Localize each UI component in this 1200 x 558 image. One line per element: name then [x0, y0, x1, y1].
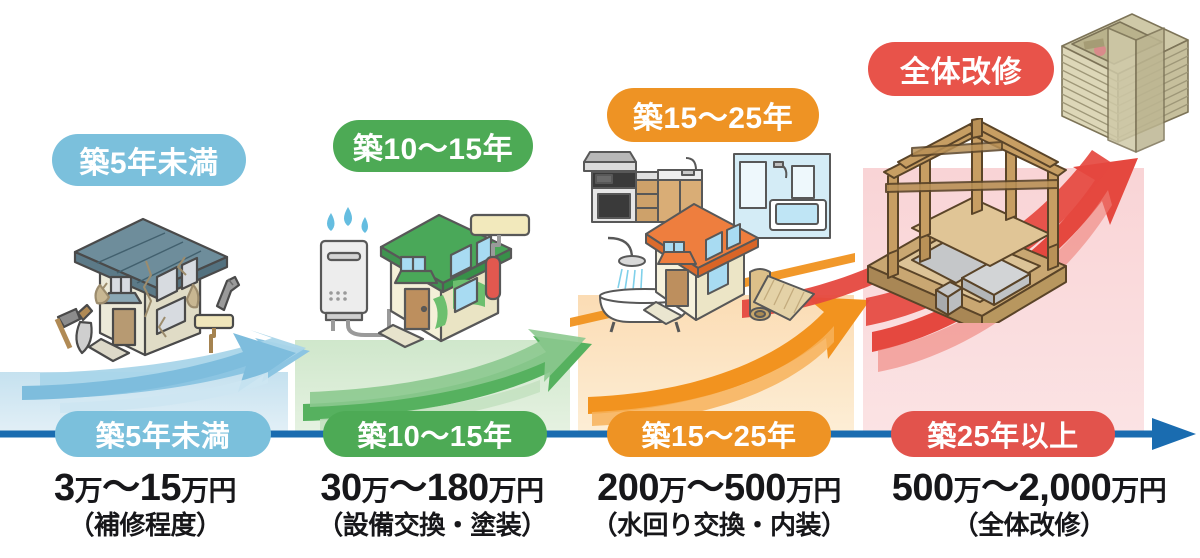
paint-roller-icon [469, 213, 531, 301]
price-under-5-years: 3万～15万円 [54, 467, 236, 509]
wrench-icon [215, 275, 241, 312]
price-10-to-15-years: 30万～180万円 [320, 467, 544, 509]
illustration-over-25-years [852, 117, 1134, 333]
badge-axis-label-4: 築25年以上 [927, 421, 1079, 453]
caption-over-25-years: 500万～2,000万円 （全体改修） [858, 468, 1200, 541]
badge-axis-label-3: 築15～25年 [641, 421, 797, 453]
cash-stack-icon [1040, 2, 1200, 162]
badge-top-label-3: 築15～25年 [632, 102, 794, 135]
trowel-icon [75, 303, 94, 355]
badge-axis-label-2: 築10～15年 [357, 421, 513, 453]
badge-axis-15-to-25-years[interactable]: 築15～25年 [607, 411, 831, 457]
shower-icon [607, 236, 646, 291]
arrow-blue [22, 330, 310, 413]
caption-under-5-years: 3万～15万円 （補修程度） [0, 468, 290, 541]
price-15-to-25-years: 200万～500万円 [597, 467, 841, 509]
badge-top-label-2: 築10～15年 [352, 133, 514, 166]
illustration-10-to-15-years [293, 185, 531, 365]
price-over-25-years: 500万～2,000万円 [891, 467, 1167, 509]
flooring-roll-icon [749, 268, 815, 321]
hammer-icon [54, 307, 82, 350]
badge-top-15-to-25-years[interactable]: 築15～25年 [607, 88, 819, 142]
sub-10-to-15-years: （設備交換・塗装） [317, 510, 547, 541]
caption-10-to-15-years: 30万～180万円 （設備交換・塗装） [288, 468, 576, 541]
badge-axis-label-1: 築5年未満 [95, 421, 231, 453]
sub-under-5-years: （補修程度） [68, 510, 222, 541]
water-drop-icon [327, 207, 368, 233]
illustration-15-to-25-years [578, 148, 833, 343]
bathroom-unit-icon [733, 153, 831, 239]
illustration-under-5-years [45, 205, 260, 370]
sub-over-25-years: （全体改修） [952, 510, 1106, 541]
caption-15-to-25-years: 200万～500万円 （水回り交換・内装） [574, 468, 864, 541]
range-hood-icon [583, 151, 637, 172]
sub-15-to-25-years: （水回り交換・内装） [591, 510, 847, 541]
badge-top-full-renovation[interactable]: 全体改修 [868, 42, 1054, 96]
badge-top-under-5-years[interactable]: 築5年未満 [52, 134, 246, 186]
badge-axis-under-5-years[interactable]: 築5年未満 [55, 411, 271, 457]
badge-axis-10-to-15-years[interactable]: 築10～15年 [323, 411, 547, 457]
badge-top-10-to-15-years[interactable]: 築10～15年 [333, 120, 533, 172]
paint-roller-icon [193, 313, 235, 353]
badge-top-label-4: 全体改修 [900, 56, 1022, 89]
water-heater-icon [319, 239, 391, 337]
badge-axis-over-25-years[interactable]: 築25年以上 [891, 411, 1115, 457]
badge-top-label-1: 築5年未満 [79, 147, 219, 180]
